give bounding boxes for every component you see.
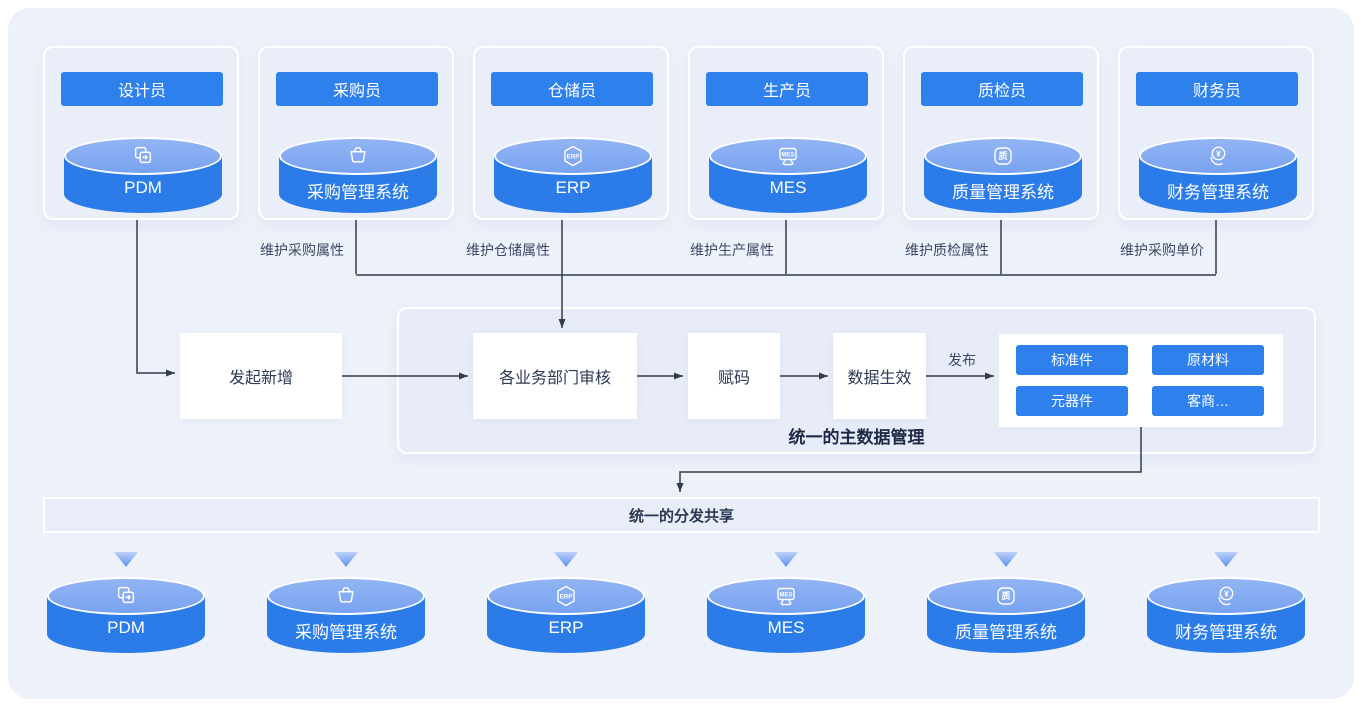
basket-icon [335,584,357,611]
category-tag: 元器件 [1016,386,1128,416]
publish-label: 发布 [948,352,976,368]
quality-badge-icon: 质 [991,144,1015,173]
system-cylinder-procurement: 采购管理系统 [279,137,437,213]
system-label: 财务管理系统 [1167,183,1269,202]
maintain-label-quality: 维护质检属性 [905,242,989,258]
svg-text:¥: ¥ [1224,589,1229,599]
system-cylinder-qms: 质 质量管理系统 [924,137,1082,213]
panel-title: 统一的主数据管理 [788,428,925,447]
share-bar: 统一的分发共享 [43,497,1320,533]
svg-text:¥: ¥ [1216,149,1221,159]
system-cylinder-finance: ¥ 财务管理系统 [1139,137,1297,213]
role-card-production: 生产员 MES MES [688,46,884,220]
system-label: 财务管理系统 [1175,623,1277,642]
svg-text:质: 质 [1001,590,1010,601]
quality-badge-icon: 质 [994,584,1018,613]
basket-icon [347,144,369,171]
category-tag: 客商… [1152,386,1264,416]
finance-yuan-icon: ¥ [1214,584,1238,613]
svg-text:MES: MES [779,592,792,598]
copy-icon [132,144,154,171]
svg-text:ERP: ERP [560,593,573,600]
category-tag: 原材料 [1152,345,1264,375]
system-label: 质量管理系统 [955,623,1057,642]
flow-step-initiate: 发起新增 [180,333,342,419]
role-badge: 财务员 [1136,72,1298,106]
svg-text:质: 质 [998,150,1007,161]
maintain-label-price: 维护采购单价 [1120,242,1204,258]
maintain-label-warehouse: 维护仓储属性 [466,242,550,258]
system-label: 质量管理系统 [952,183,1054,202]
system-label: ERP [548,618,584,637]
system-label: 采购管理系统 [307,183,409,202]
system-cylinder-mes: MES MES [707,577,865,653]
system-cylinder-erp: ERP ERP [494,137,652,213]
flow-step-assign-code: 赋码 [688,333,780,419]
svg-text:MES: MES [781,152,794,158]
role-card-warehouse: 仓储员 ERP ERP [473,46,669,220]
mes-monitor-icon: MES [774,584,798,613]
copy-icon [115,584,137,611]
role-badge: 生产员 [706,72,868,106]
role-badge: 仓储员 [491,72,653,106]
system-cylinder-erp: ERP ERP [487,577,645,653]
system-cylinder-qms: 质 质量管理系统 [927,577,1085,653]
data-categories-box: 标准件 原材料 元器件 客商… [999,334,1283,427]
system-cylinder-mes: MES MES [709,137,867,213]
mes-monitor-icon: MES [776,144,800,173]
role-card-finance: 财务员 ¥ 财务管理系统 [1118,46,1314,220]
category-tag: 标准件 [1016,345,1128,375]
system-label: PDM [107,618,145,637]
maintain-label-production: 维护生产属性 [690,242,774,258]
system-cylinder-procurement: 采购管理系统 [267,577,425,653]
flow-step-effective: 数据生效 [833,333,926,419]
system-cylinder-finance: ¥ 财务管理系统 [1147,577,1305,653]
finance-yuan-icon: ¥ [1206,144,1230,173]
role-badge: 质检员 [921,72,1083,106]
role-badge: 采购员 [276,72,438,106]
svg-text:ERP: ERP [567,153,580,160]
system-cylinder-pdm: PDM [64,137,222,213]
erp-badge-icon: ERP [561,144,585,173]
role-card-designer: 设计员 PDM [43,46,239,220]
role-badge: 设计员 [61,72,223,106]
role-card-purchaser: 采购员 采购管理系统 [258,46,454,220]
flow-step-review: 各业务部门审核 [473,333,637,419]
system-label: MES [767,618,805,637]
erp-badge-icon: ERP [554,584,578,613]
system-label: PDM [124,178,162,197]
system-cylinder-pdm: PDM [47,577,205,653]
system-label: MES [769,178,807,197]
system-label: ERP [555,178,591,197]
maintain-label-purchase: 维护采购属性 [260,242,344,258]
role-card-quality: 质检员 质 质量管理系统 [903,46,1099,220]
system-label: 采购管理系统 [295,623,397,642]
